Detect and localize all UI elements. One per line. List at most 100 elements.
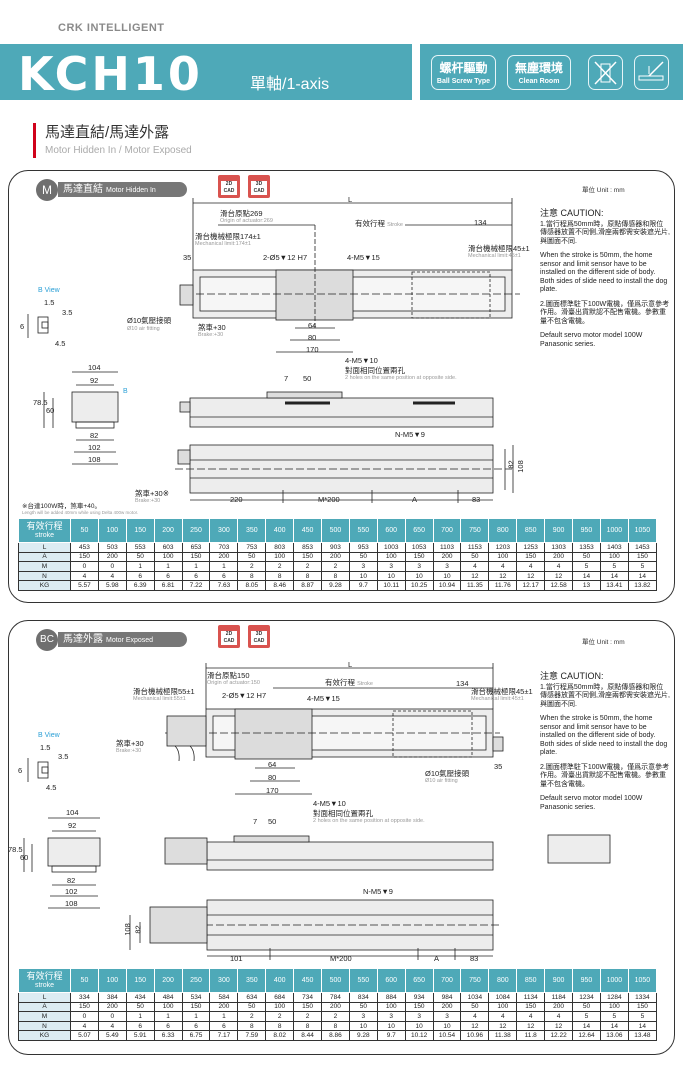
table-cell: 12.22 [544, 1030, 574, 1041]
bottom-tap-label: N-M5▼9 [395, 430, 425, 439]
table-cell: 200 [97, 551, 127, 563]
table-cell: 434 [125, 992, 155, 1003]
dim-92: 92 [90, 376, 99, 385]
stroke-column-header: 650 [404, 518, 434, 543]
table-cell: 10.94 [432, 580, 462, 591]
mech-limit-left-en: Mechanical limit:174±1 [195, 241, 251, 247]
table-cell: 100 [488, 1001, 518, 1013]
dim-A: A [434, 954, 440, 963]
table-cell: 1 [125, 561, 155, 572]
title-en: Motor Exposed [106, 637, 154, 644]
table-cell: 8 [293, 570, 323, 582]
table-cell: 150 [627, 551, 658, 563]
tap-hole-label: 4-M5▼15 [307, 694, 340, 703]
dim-82-vertical: 82 [133, 925, 143, 934]
dim-78-5: 78.5 [33, 398, 48, 407]
table-cell: 8.02 [265, 1030, 295, 1041]
stroke-column-header: 150 [125, 518, 155, 543]
table-cell: 8 [265, 1020, 295, 1032]
side-tap-label: 4-M5▼10 [313, 799, 346, 808]
b-view-label: B View [38, 287, 60, 294]
table-cell: 8.44 [293, 1030, 323, 1041]
mech-limit-right: 滑台機械極限45±1 [468, 244, 530, 253]
dim-102: 102 [65, 887, 78, 896]
motor-hidden-panel [8, 170, 675, 603]
table-cell: 200 [209, 551, 239, 563]
table-cell: 12 [460, 570, 490, 582]
table-cell: 703 [209, 542, 239, 553]
table-cell: 4 [516, 561, 546, 572]
table-cell: 13.41 [599, 580, 629, 591]
brake-note-label-en: Brake:+30 [135, 498, 161, 504]
table-cell: 653 [181, 542, 211, 553]
table-cell: 13 [572, 580, 601, 591]
table-cell: 784 [321, 992, 350, 1003]
table-cell: 0 [70, 1011, 99, 1022]
table-cell: 200 [97, 1001, 127, 1013]
dim-A: A [412, 495, 418, 504]
stroke-header-en: stroke [34, 981, 55, 989]
dim-4-5: 4.5 [55, 339, 66, 348]
dim-134: 134 [456, 679, 469, 688]
table-cell: 5.07 [70, 1030, 99, 1041]
table-cell: 4 [544, 561, 574, 572]
dim-64: 64 [268, 760, 277, 769]
opposite-holes-label: 對面相同位置兩孔 [313, 809, 373, 818]
table-cell: 5.57 [70, 580, 99, 591]
table-cell: 10 [348, 1020, 378, 1032]
table-cell: 4 [97, 570, 127, 582]
table-cell: 1003 [376, 542, 406, 553]
table-cell: 1353 [572, 542, 601, 553]
table-cell: 6 [209, 1020, 239, 1032]
dim-102: 102 [88, 443, 101, 452]
table-cell: 6.75 [181, 1030, 211, 1041]
table-cell: 200 [432, 1001, 462, 1013]
table-cell: 10.25 [404, 580, 434, 591]
table-cell: 50 [237, 551, 267, 563]
dim-35: 35 [494, 762, 503, 771]
table-cell: 6 [125, 1020, 155, 1032]
unit-label: 單位 Unit : mm [582, 639, 625, 646]
cad-label: CAD [223, 638, 235, 644]
table-cell: 334 [70, 992, 99, 1003]
table-cell: 10.12 [404, 1030, 434, 1041]
table-cell: 150 [70, 1001, 99, 1013]
caution-2-en: Default servo motor model 100W Panasonic… [540, 332, 643, 348]
table-cell: 1 [125, 1011, 155, 1022]
table-cell: 6.39 [125, 580, 155, 591]
table-cell: 50 [460, 1001, 490, 1013]
table-cell: 14 [572, 1020, 601, 1032]
dim-108: 108 [88, 455, 101, 464]
table-cell: 150 [404, 1001, 434, 1013]
table-cell: 8 [293, 1020, 323, 1032]
table-cell: 200 [209, 1001, 239, 1013]
dim-60: 60 [20, 853, 29, 862]
table-cell: 4 [70, 1020, 99, 1032]
table-cell: 3 [404, 1011, 434, 1022]
table-cell: 734 [293, 992, 323, 1003]
table-cell: 12 [488, 1020, 518, 1032]
table-cell: 100 [153, 1001, 183, 1013]
dim-3-5: 3.5 [62, 308, 73, 317]
dim-134: 134 [474, 218, 487, 227]
stroke-column-header: 150 [125, 968, 155, 993]
cad-label: 2D [225, 631, 233, 637]
badge-zh: 螺杆驅動 [439, 61, 488, 75]
table-cell: 2 [321, 1011, 350, 1022]
dim-82: 82 [67, 876, 76, 885]
table-cell: 5 [572, 1011, 601, 1022]
table-cell: 10 [404, 570, 434, 582]
table-cell: 10.96 [460, 1030, 490, 1041]
table-cell: 1403 [599, 542, 629, 553]
